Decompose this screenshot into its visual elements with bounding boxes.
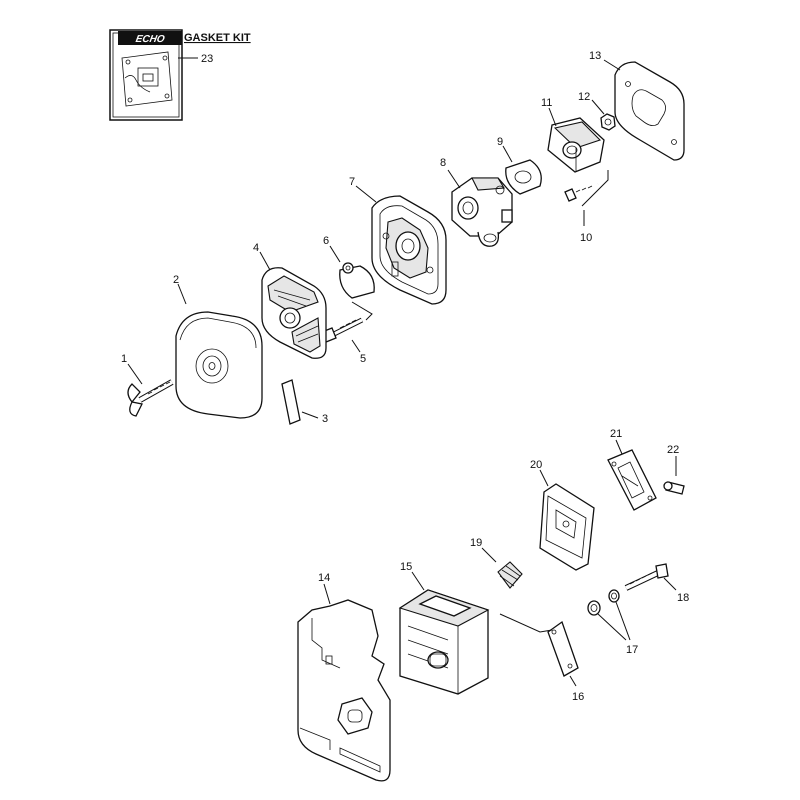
part-20-bracket[interactable] xyxy=(539,483,595,571)
callout-11: 11 xyxy=(541,97,552,109)
part-4-air-filter[interactable] xyxy=(261,267,327,359)
part-10-bolt[interactable] xyxy=(564,182,599,202)
callout-5: 5 xyxy=(360,353,366,365)
callout-19: 19 xyxy=(470,537,482,549)
callout-17: 17 xyxy=(626,644,638,656)
part-6-choke-plate[interactable] xyxy=(339,262,375,299)
callout-21: 21 xyxy=(610,428,622,440)
callout-9: 9 xyxy=(497,136,503,148)
part-5-bolt[interactable] xyxy=(321,317,364,343)
callout-4: 4 xyxy=(253,242,259,254)
part-18-bolt[interactable] xyxy=(624,563,669,591)
callout-7: 7 xyxy=(349,176,355,188)
callout-1: 1 xyxy=(121,353,127,365)
part-8-carburetor[interactable] xyxy=(451,177,513,247)
part-12-nut[interactable] xyxy=(600,113,616,131)
echo-logo: ECHO xyxy=(135,34,166,45)
gasket-kit-box[interactable]: ECHO xyxy=(109,29,183,121)
part-11-insulator[interactable] xyxy=(547,117,605,173)
callout-12: 12 xyxy=(578,91,590,103)
part-21-gasket[interactable] xyxy=(607,449,657,511)
part-7-air-case[interactable] xyxy=(371,195,447,305)
callout-16: 16 xyxy=(572,691,584,703)
callout-3: 3 xyxy=(322,413,328,425)
callout-20: 20 xyxy=(530,459,542,471)
callout-15: 15 xyxy=(400,561,412,573)
callout-23: 23 xyxy=(201,53,213,65)
part-1-wing-bolt[interactable] xyxy=(127,379,174,417)
callout-6: 6 xyxy=(323,235,329,247)
part-17-washers[interactable] xyxy=(587,589,620,616)
part-15-muffler[interactable] xyxy=(398,589,490,695)
part-13-gasket[interactable] xyxy=(614,61,685,161)
part-9-gasket[interactable] xyxy=(505,159,542,195)
callout-14: 14 xyxy=(318,572,330,584)
part-3-element[interactable] xyxy=(281,379,301,425)
part-22-bolt[interactable] xyxy=(663,481,685,495)
callout-8: 8 xyxy=(440,157,446,169)
echo-logo-badge xyxy=(118,31,182,45)
callout-22: 22 xyxy=(667,444,679,456)
callout-10: 10 xyxy=(580,232,592,244)
part-16-plate[interactable] xyxy=(547,620,579,677)
callout-13: 13 xyxy=(589,50,601,62)
part-14-cover[interactable] xyxy=(297,599,391,782)
part-19-screen[interactable] xyxy=(497,561,523,589)
callout-2: 2 xyxy=(173,274,179,286)
gasket-kit-title: GASKET KIT xyxy=(184,32,251,44)
part-2-cover[interactable] xyxy=(175,311,263,419)
callout-18: 18 xyxy=(677,592,689,604)
